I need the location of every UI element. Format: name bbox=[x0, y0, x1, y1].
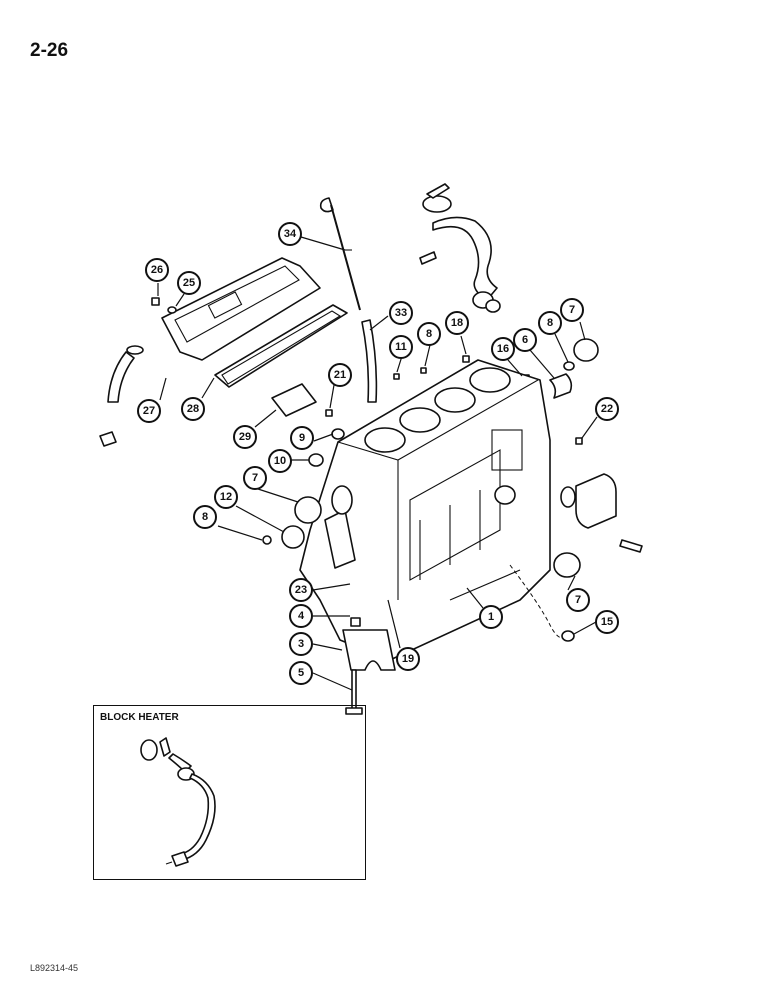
fitting-15 bbox=[561, 630, 575, 642]
svg-text:8: 8 bbox=[426, 328, 432, 340]
inset-title: BLOCK HEATER bbox=[100, 712, 179, 723]
callout: 8 bbox=[538, 311, 562, 335]
leader-lines bbox=[157, 236, 598, 691]
callout: 26 bbox=[145, 258, 169, 282]
svg-text:5: 5 bbox=[298, 667, 304, 679]
oil-filler-assembly bbox=[419, 183, 501, 313]
svg-text:9: 9 bbox=[299, 432, 305, 444]
callout: 7 bbox=[566, 588, 590, 612]
dipstick bbox=[319, 197, 361, 311]
callout: 28 bbox=[181, 397, 205, 421]
engine-block bbox=[299, 359, 551, 661]
breather-hose bbox=[99, 345, 144, 447]
callout: 27 bbox=[137, 399, 161, 423]
block-heater-inset: BLOCK HEATER bbox=[93, 705, 366, 880]
svg-text:7: 7 bbox=[575, 594, 581, 606]
svg-text:3: 3 bbox=[298, 638, 304, 650]
svg-text:11: 11 bbox=[395, 341, 407, 353]
rear-plug bbox=[553, 552, 581, 578]
page-number: 2-26 bbox=[30, 40, 69, 61]
svg-text:23: 23 bbox=[295, 584, 307, 596]
callout: 8 bbox=[417, 322, 441, 346]
block-heater-drawing bbox=[140, 737, 216, 867]
camshaft-bushing bbox=[549, 338, 599, 399]
side-cover-gasket bbox=[214, 304, 348, 388]
callout: 34 bbox=[278, 222, 302, 246]
callout: 6 bbox=[513, 328, 537, 352]
callout: 7 bbox=[243, 466, 267, 490]
svg-text:1: 1 bbox=[488, 611, 494, 623]
callout: 10 bbox=[268, 449, 292, 473]
water-outlet-housing bbox=[560, 473, 643, 553]
callout: 23 bbox=[289, 578, 313, 602]
svg-text:29: 29 bbox=[239, 431, 251, 443]
callout: 29 bbox=[233, 425, 257, 449]
svg-text:27: 27 bbox=[143, 405, 155, 417]
svg-text:16: 16 bbox=[497, 343, 509, 355]
side-cover bbox=[161, 257, 321, 361]
callout: 22 bbox=[595, 397, 619, 421]
svg-text:28: 28 bbox=[187, 403, 199, 415]
callout: 8 bbox=[193, 505, 217, 529]
svg-text:8: 8 bbox=[547, 317, 553, 329]
main-bearing-cap bbox=[342, 617, 396, 715]
callout: 33 bbox=[389, 301, 413, 325]
document-code: L892314-45 bbox=[30, 963, 79, 973]
callout: 21 bbox=[328, 363, 352, 387]
svg-text:25: 25 bbox=[183, 277, 195, 289]
svg-text:22: 22 bbox=[601, 403, 613, 415]
svg-text:12: 12 bbox=[220, 491, 232, 503]
svg-text:7: 7 bbox=[252, 472, 258, 484]
svg-text:34: 34 bbox=[284, 228, 297, 240]
callout: 5 bbox=[289, 661, 313, 685]
svg-text:21: 21 bbox=[334, 369, 346, 381]
svg-text:8: 8 bbox=[202, 511, 208, 523]
svg-text:18: 18 bbox=[451, 317, 463, 329]
callout: 3 bbox=[289, 632, 313, 656]
front-seal bbox=[294, 496, 322, 524]
svg-text:7: 7 bbox=[569, 304, 575, 316]
svg-text:4: 4 bbox=[298, 610, 305, 622]
svg-text:26: 26 bbox=[151, 264, 163, 276]
callouts: 34 26 25 33 18 8 11 21 16 6 8 7 27 28 29… bbox=[137, 222, 619, 685]
svg-text:19: 19 bbox=[402, 653, 414, 665]
dipstick-tube bbox=[361, 319, 378, 403]
callout: 1 bbox=[479, 605, 503, 629]
svg-text:33: 33 bbox=[395, 307, 407, 319]
callout: 19 bbox=[396, 647, 420, 671]
callout: 7 bbox=[560, 298, 584, 322]
callout: 18 bbox=[445, 311, 469, 335]
svg-text:10: 10 bbox=[274, 455, 286, 467]
front-plug bbox=[281, 525, 305, 549]
svg-text:15: 15 bbox=[601, 616, 613, 628]
callout: 12 bbox=[214, 485, 238, 509]
svg-text:6: 6 bbox=[522, 334, 528, 346]
callout: 11 bbox=[389, 335, 413, 359]
callout: 16 bbox=[491, 337, 515, 361]
callout: 25 bbox=[177, 271, 201, 295]
cover-plate bbox=[271, 383, 317, 417]
callout: 15 bbox=[595, 610, 619, 634]
callout: 4 bbox=[289, 604, 313, 628]
callout: 9 bbox=[290, 426, 314, 450]
